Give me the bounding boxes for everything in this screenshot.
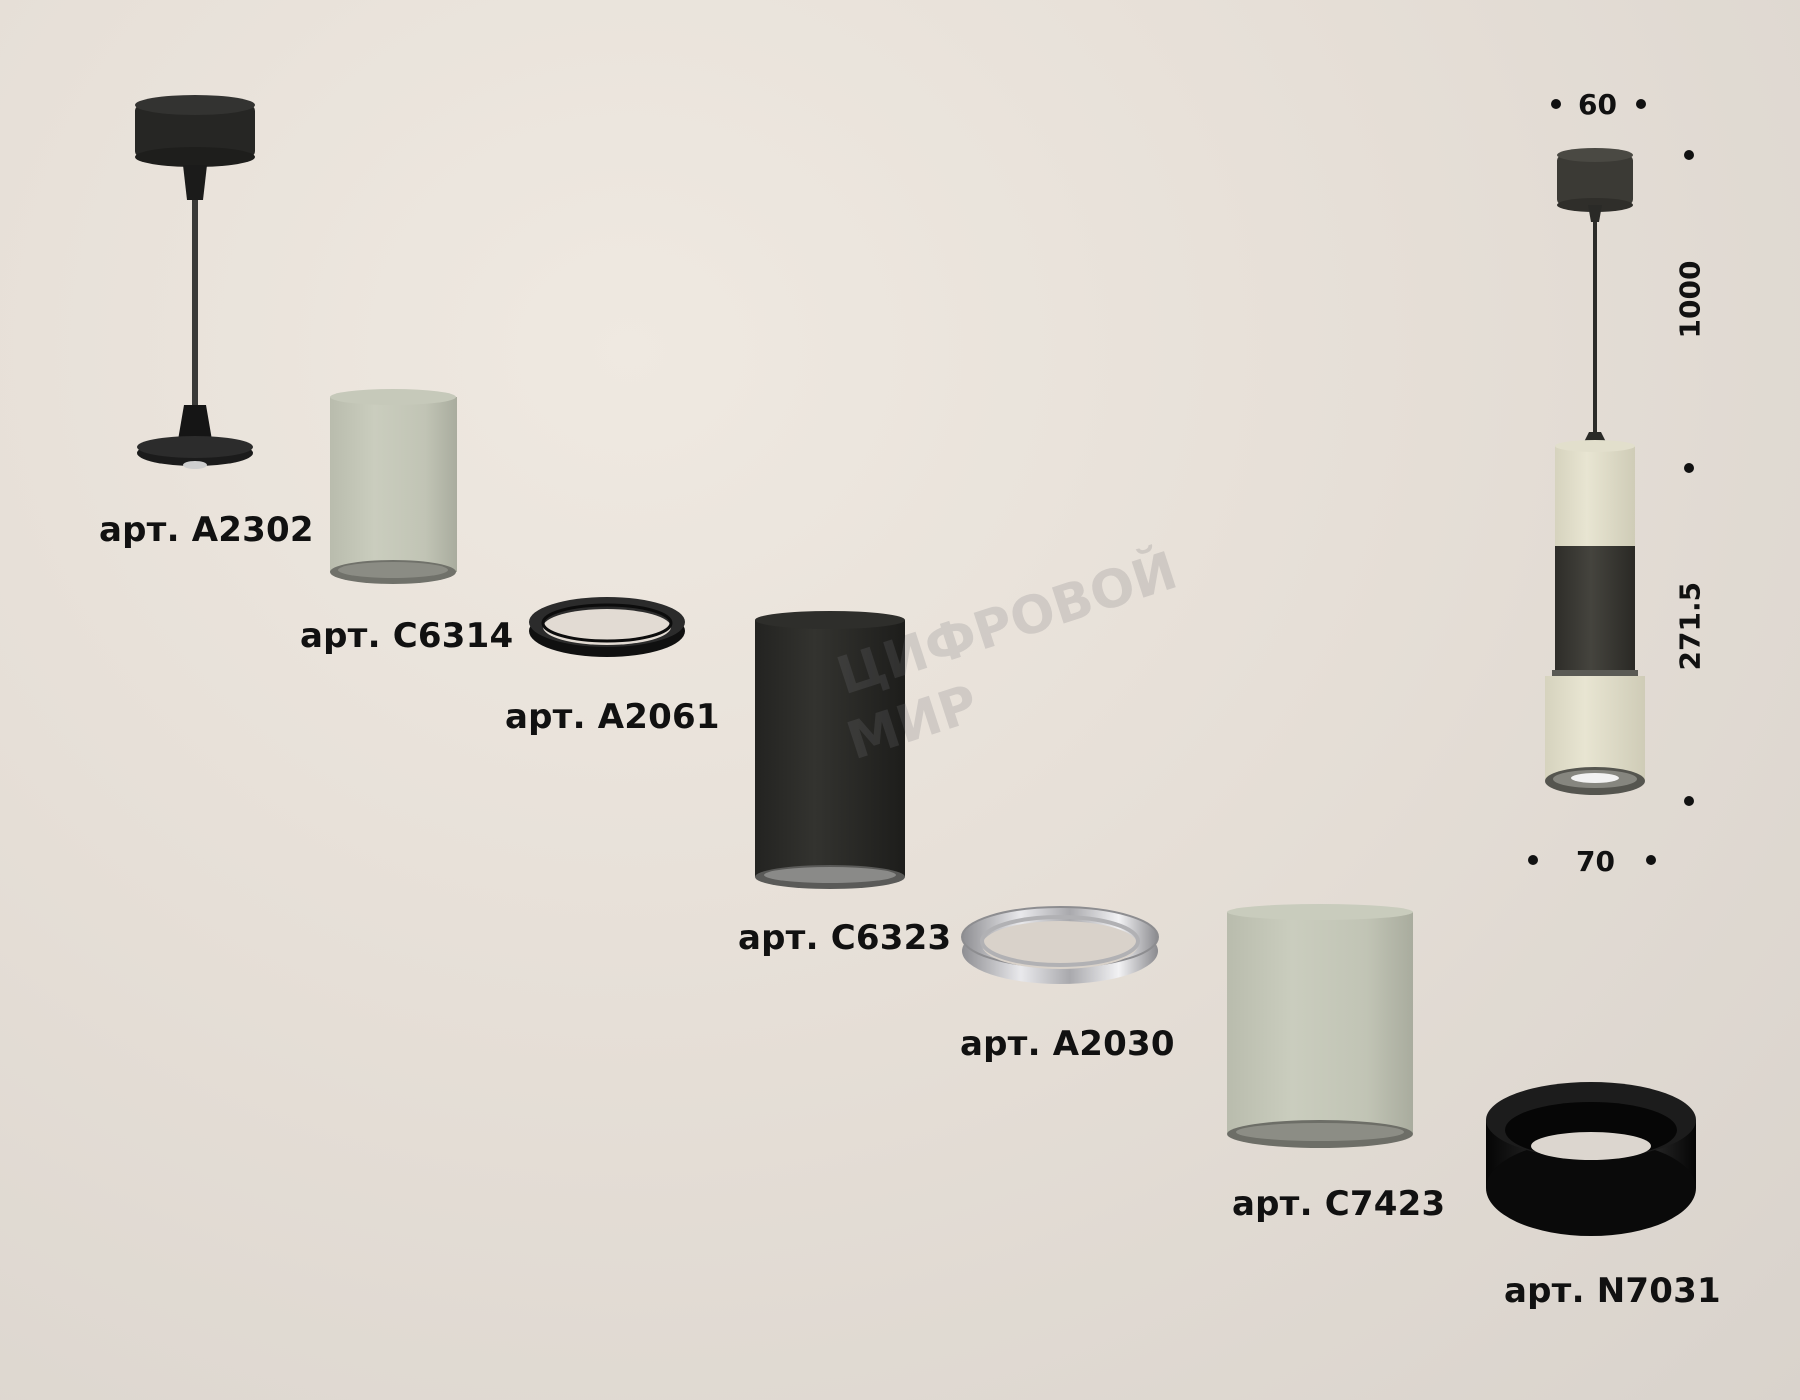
dimension-bottom-width: 70 xyxy=(1576,845,1615,878)
housing-black-tall xyxy=(755,611,905,889)
label-a2030: арт. A2030 xyxy=(960,1024,1175,1064)
assembled-lamp xyxy=(1545,148,1645,795)
label-c6314: арт. C6314 xyxy=(300,616,514,656)
label-c7423: арт. C7423 xyxy=(1232,1184,1446,1224)
ring-black xyxy=(529,597,685,657)
dimension-markers xyxy=(1528,99,1694,865)
label-c6323: арт. C6323 xyxy=(738,918,952,958)
label-a2061: арт. A2061 xyxy=(505,697,720,737)
suspension-mount xyxy=(135,95,255,469)
nozzle-black xyxy=(1486,1082,1696,1236)
label-n7031: арт. N7031 xyxy=(1504,1271,1721,1311)
housing-grey-wide xyxy=(1227,904,1413,1148)
dimension-top-width: 60 xyxy=(1578,88,1617,121)
dimension-body-height: 271.5 xyxy=(1673,581,1707,671)
housing-grey-small xyxy=(330,389,457,584)
dimension-cable-length: 1000 xyxy=(1673,260,1707,339)
label-a2302: арт. A2302 xyxy=(99,510,314,550)
ring-chrome xyxy=(961,906,1159,984)
